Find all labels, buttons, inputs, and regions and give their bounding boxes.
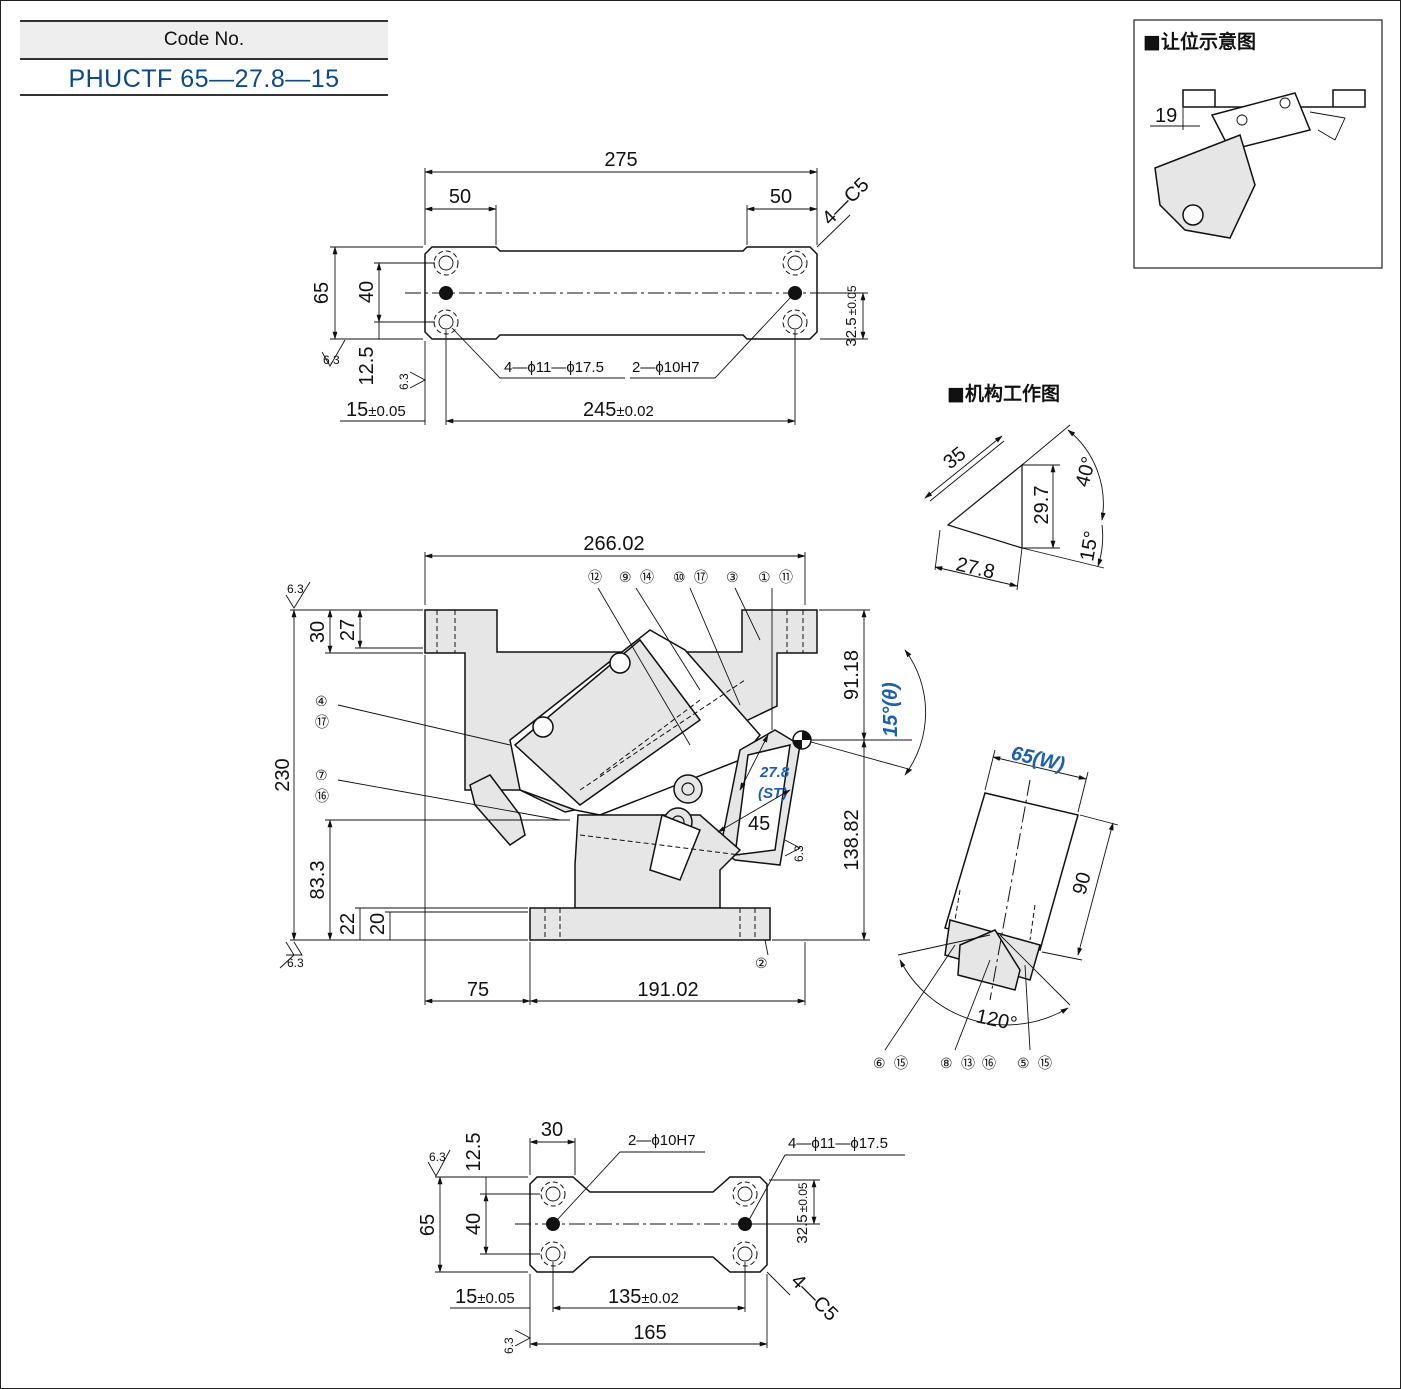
callout-13: ⑬ — [961, 1055, 975, 1071]
dim-30: 30 — [307, 621, 329, 643]
mech-15: 15° — [1076, 529, 1103, 563]
angle-15: 15°(θ) — [880, 682, 902, 737]
dim-22: 22 — [337, 913, 359, 935]
dim-75: 75 — [467, 979, 489, 1001]
dim-27: 27 — [337, 619, 359, 641]
bottom-plate-outline — [529, 1176, 768, 1273]
roughness-symbol: 6.3 6.3 — [321, 339, 426, 390]
dim-50-left: 50 — [449, 186, 471, 208]
side-90: 90 — [1069, 870, 1096, 897]
bottom-holes-label: 4—ϕ11—ϕ17.5 — [788, 1135, 888, 1152]
callout-8: ⑧ — [940, 1055, 953, 1071]
mech-27-8: 27.8 — [954, 553, 997, 583]
side-120: 120° — [974, 1005, 1019, 1035]
callout-15b: ⑮ — [1038, 1055, 1052, 1071]
dim-138-82: 138.82 — [841, 809, 863, 870]
stroke-27-8: 27.8 — [759, 764, 790, 781]
chamfer-label: 4—C5 — [818, 174, 874, 230]
clearance-title: ■让位示意图 — [1143, 30, 1256, 53]
clearance-diagram: ■让位示意图 19 — [1133, 19, 1383, 269]
callout-1: ① — [758, 569, 771, 585]
bottom-pins-label: 2—ϕ10H7 — [628, 1132, 696, 1149]
bottom-165: 165 — [633, 1322, 666, 1344]
stroke-st: (ST) — [758, 785, 787, 802]
mechanism-diagram: ■机构工作图 29.7 35 27.8 40° 15° — [924, 382, 1106, 591]
top-view: 275 50 50 4—C5 65 40 12.5 32.5±0.05 15±0… — [311, 149, 874, 425]
callout-14: ⑭ — [640, 569, 654, 585]
svg-text:6.3: 6.3 — [287, 582, 304, 596]
callout-6: ⑥ — [873, 1055, 886, 1071]
callout-16: ⑯ — [315, 788, 329, 804]
roughness-symbol: 6.3 6.3 6.3 — [279, 581, 806, 970]
callout-5: ⑤ — [1017, 1055, 1030, 1071]
svg-text:6.3: 6.3 — [429, 1150, 446, 1164]
dim-40: 40 — [356, 281, 378, 303]
dim-245: 245±0.02 — [583, 399, 654, 421]
dim-230: 230 — [272, 758, 294, 791]
callout-2: ② — [755, 955, 768, 971]
top-holes — [433, 250, 808, 335]
callout-16b: ⑯ — [982, 1055, 996, 1071]
callout-7: ⑦ — [315, 767, 328, 783]
svg-text:6.3: 6.3 — [323, 353, 340, 367]
svg-text:6.3: 6.3 — [287, 956, 304, 970]
code-label: Code No. — [20, 20, 388, 60]
front-view: 15°(θ) 266.02 230 30 27 91.18 138.82 27.… — [272, 533, 927, 1005]
datum-marker — [792, 730, 812, 750]
bottom-32-5: 32.5±0.05 — [794, 1182, 811, 1243]
mech-29-7: 29.7 — [1031, 486, 1053, 525]
callout-9: ⑨ — [619, 569, 632, 585]
svg-text:6.3: 6.3 — [792, 845, 806, 862]
callout-10: ⑩ — [673, 569, 686, 585]
svg-text:6.3: 6.3 — [502, 1337, 516, 1354]
dim-12-5: 12.5 — [356, 347, 378, 386]
bottom-15: 15±0.05 — [455, 1286, 515, 1308]
callout-3: ③ — [726, 569, 739, 585]
dim-15: 15±0.05 — [346, 399, 406, 421]
mechanism-title: ■机构工作图 — [947, 382, 1060, 405]
callout-17: ⑰ — [694, 569, 708, 585]
callout-15a: ⑮ — [894, 1055, 908, 1071]
bottom-view: 30 65 40 12.5 2—ϕ10H7 4—ϕ11—ϕ17.5 32.5±0… — [417, 1119, 905, 1354]
mech-40: 40° — [1072, 454, 1101, 489]
bottom-65: 65 — [417, 1214, 439, 1236]
dim-275: 275 — [604, 149, 637, 171]
bottom-chamfer: 4—C5 — [786, 1270, 842, 1326]
dim-20: 20 — [367, 913, 389, 935]
roughness-symbol: 6.3 6.3 — [427, 1149, 531, 1354]
code-value: PHUCTF 65—27.8—15 — [20, 60, 388, 96]
dim-65: 65 — [311, 282, 333, 304]
bottom-12-5: 12.5 — [463, 1133, 485, 1172]
clearance-dim: 19 — [1155, 105, 1177, 127]
dim-50-right: 50 — [770, 186, 792, 208]
callout-11: ⑪ — [779, 569, 793, 585]
callouts: ⑫ ⑨ ⑭ ⑩ ⑰ ③ ① ⑪ ④ ⑰ ⑦ ⑯ ② — [315, 569, 793, 971]
bottom-40: 40 — [463, 1213, 485, 1235]
side-view: 65(W) 90 120° ⑥ ⑮ ⑧ ⑬ ⑯ ⑤ ⑮ — [873, 742, 1119, 1071]
dim-91-18: 91.18 — [841, 650, 863, 700]
bottom-135: 135±0.02 — [608, 1286, 679, 1308]
mech-35: 35 — [939, 443, 970, 474]
bottom-30: 30 — [541, 1119, 563, 1141]
callout-17b: ⑰ — [315, 714, 329, 730]
code-box: Code No. PHUCTF 65—27.8—15 — [20, 20, 388, 96]
callout-12: ⑫ — [588, 569, 602, 585]
svg-text:6.3: 6.3 — [397, 373, 411, 390]
pins-label: 2—ϕ10H7 — [632, 359, 700, 376]
dim-45: 45 — [748, 813, 770, 835]
dim-266: 266.02 — [583, 533, 644, 555]
side-65-w: 65(W) — [1009, 742, 1067, 776]
dim-83-3: 83.3 — [307, 861, 329, 900]
dim-32-5: 32.5±0.05 — [843, 285, 860, 346]
holes-label: 4—ϕ11—ϕ17.5 — [504, 359, 604, 376]
dim-191-02: 191.02 — [637, 979, 698, 1001]
callout-4: ④ — [315, 693, 328, 709]
